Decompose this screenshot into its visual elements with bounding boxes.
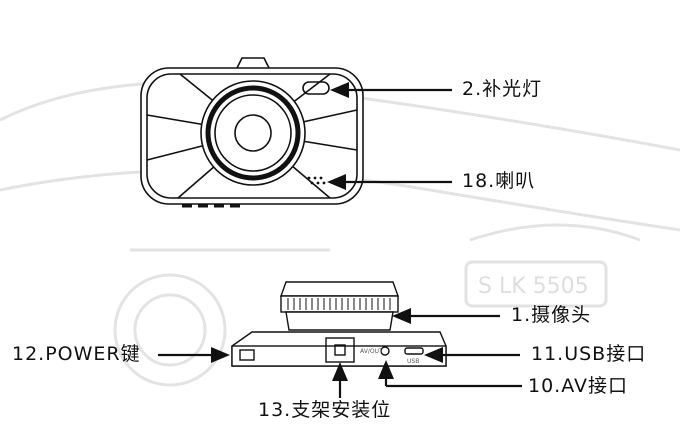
usb-port-hole — [404, 347, 424, 355]
arrow-av — [378, 360, 394, 379]
license-plate-text: S LK 5505 — [478, 274, 589, 299]
lens-knurl — [287, 298, 391, 310]
label-av-port: 10.AV接口 — [528, 375, 628, 397]
arrow-speaker — [327, 174, 346, 190]
arrow-mount — [332, 362, 348, 381]
top-bump — [235, 57, 271, 71]
lens-inner-ring — [214, 94, 292, 172]
fill-light-led — [302, 81, 330, 95]
label-usb-port: 11.USB接口 — [531, 343, 647, 365]
camera-face — [146, 73, 358, 199]
arrow-power — [211, 347, 230, 363]
label-fill-light: 2.补光灯 — [462, 78, 543, 100]
license-plate — [464, 260, 608, 308]
av-port-hole — [380, 346, 390, 356]
arrow-camera — [392, 308, 411, 324]
lens-thick-ring — [205, 85, 301, 181]
usb-port-tag: USB — [407, 358, 419, 365]
leader-lines — [158, 82, 522, 398]
label-speaker: 18.喇叭 — [462, 170, 536, 192]
camera-bottom-view — [231, 281, 447, 367]
arrow-fill-light — [330, 82, 349, 98]
label-power-key: 12.POWER键 — [12, 343, 141, 365]
arrow-usb — [424, 347, 443, 363]
lens-barrel — [280, 295, 399, 313]
lens-outer-ring — [200, 80, 306, 186]
label-mount: 13.支架安装位 — [258, 399, 392, 421]
label-camera: 1.摄像头 — [511, 304, 592, 326]
speaker-holes — [307, 176, 326, 185]
camera-front-view — [140, 57, 364, 208]
av-port-tag: AV/OUT — [360, 348, 383, 355]
power-button-shape — [239, 349, 255, 361]
lens-glass — [234, 114, 272, 152]
